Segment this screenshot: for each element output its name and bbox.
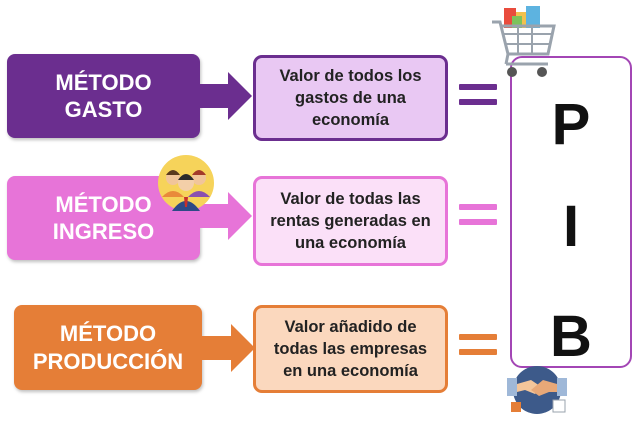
people-icon <box>158 155 214 211</box>
arrow-produccion <box>201 324 255 372</box>
arrow-gasto <box>198 72 252 120</box>
desc-produccion-line2: todas las empresas <box>273 339 428 358</box>
desc-produccion-line1: Valor añadido de <box>284 317 417 336</box>
equals-produccion <box>459 334 497 364</box>
method-gasto-line2: GASTO <box>64 97 143 122</box>
desc-ingreso-line3: una economía <box>295 234 406 253</box>
desc-gasto-line2: gastos de una <box>295 88 406 107</box>
equals-gasto <box>459 84 497 114</box>
shopping-cart-icon <box>492 6 556 77</box>
desc-ingreso-line2: rentas generadas en <box>270 211 431 230</box>
desc-produccion-line3: en una economía <box>283 362 418 381</box>
method-produccion-line2: PRODUCCIÓN <box>32 348 184 374</box>
desc-gasto-line3: economía <box>311 111 390 130</box>
method-produccion-line1: MÉTODO <box>59 321 157 346</box>
method-gasto-box: MÉTODO GASTO <box>7 54 200 138</box>
pib-letter-p: P <box>551 92 591 157</box>
pib-letter-b: B <box>550 304 592 369</box>
desc-gasto-line1: Valor de todos los <box>279 66 422 85</box>
desc-ingreso-box: Valor de todas las rentas generadas en u… <box>253 176 448 266</box>
desc-gasto-box: Valor de todos los gastos de una economí… <box>253 55 448 141</box>
pib-box <box>510 56 632 368</box>
desc-produccion-box: Valor añadido de todas las empresas en u… <box>253 305 448 393</box>
method-gasto-line1: MÉTODO <box>55 69 152 95</box>
desc-ingreso-line1: Valor de todas las <box>280 189 421 208</box>
equals-ingreso <box>459 204 497 234</box>
arrow-ingreso <box>198 192 252 240</box>
method-produccion-box: MÉTODO PRODUCCIÓN <box>14 305 202 390</box>
method-ingreso-line2: INGRESO <box>52 219 155 244</box>
pib-letter-i: I <box>562 194 580 259</box>
handshake-icon <box>507 366 567 414</box>
method-ingreso-line1: MÉTODO <box>55 191 152 217</box>
